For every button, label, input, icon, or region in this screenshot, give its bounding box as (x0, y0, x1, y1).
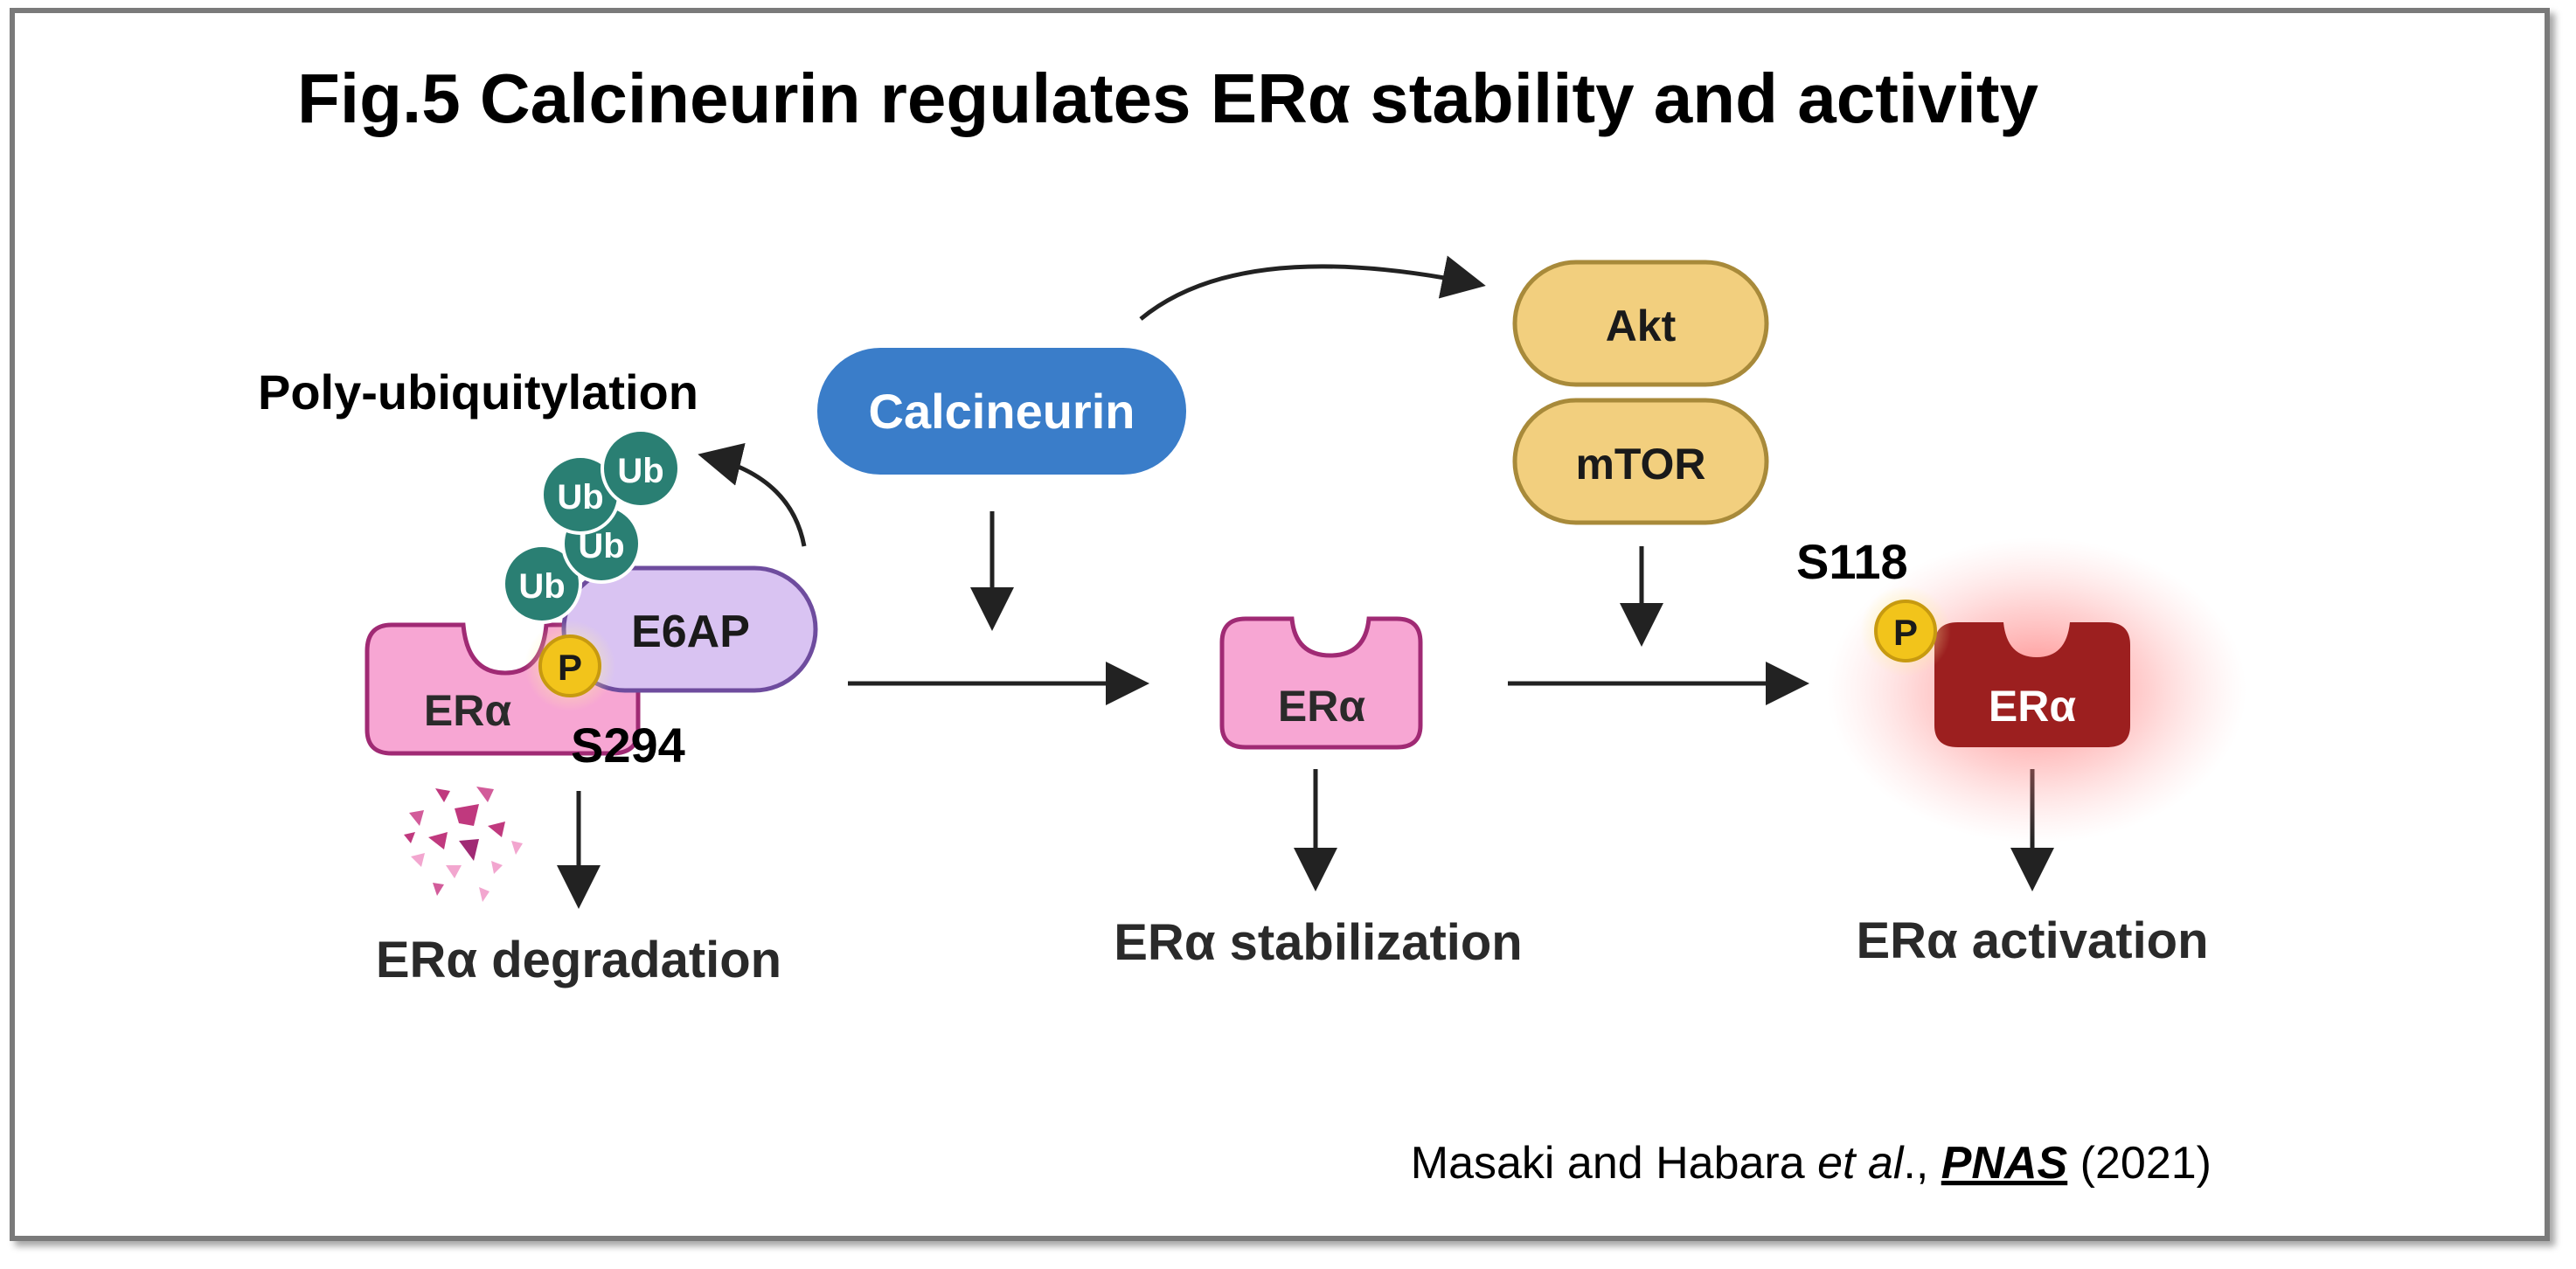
citation-etal: et al (1817, 1138, 1905, 1189)
e6ap-label: E6AP (631, 607, 750, 657)
citation: Masaki and Habara et al., PNAS (2021) (1411, 1138, 2211, 1189)
ub-1: Ub (502, 544, 582, 624)
era-middle-label: ERα (1278, 682, 1365, 731)
era-right-node: ERα (1934, 622, 2130, 747)
s294-label: S294 (571, 718, 685, 773)
akt-node: Akt (1512, 260, 1769, 387)
citation-authors: Masaki and Habara (1411, 1138, 1817, 1189)
akt-label: Akt (1606, 302, 1677, 350)
era-left-label: ERα (424, 686, 511, 735)
poly-ubiquitylation-label: Poly-ubiquitylation (258, 364, 698, 420)
citation-sep: ., (1903, 1138, 1941, 1189)
mtor-node: mTOR (1512, 398, 1769, 525)
e6ap-node: E6AP (561, 565, 818, 693)
era-middle-node: ERα (1219, 616, 1423, 750)
phospho-right-label: P (1893, 612, 1918, 653)
arrow-ubiquitylation (698, 442, 807, 547)
phospho-left: P (524, 621, 615, 711)
mtor-label: mTOR (1575, 440, 1705, 489)
figure-title: Fig.5 Calcineurin regulates ERα stabilit… (297, 59, 2038, 137)
citation-journal: PNAS (1941, 1138, 2068, 1189)
ub-label: Ub (518, 567, 565, 606)
arrow-calcineurin-to-akt (1139, 255, 1486, 321)
phospho-right: P (1860, 586, 1951, 676)
s118-label: S118 (1796, 534, 1908, 589)
citation-year: (2021) (2067, 1138, 2211, 1189)
degradation-label: ERα degradation (376, 932, 781, 988)
stabilization-label: ERα stabilization (1114, 914, 1522, 971)
degradation-fragments-icon (404, 787, 523, 902)
calcineurin-label: Calcineurin (869, 384, 1135, 439)
activation-label: ERα activation (1856, 912, 2208, 969)
phospho-left-label: P (558, 647, 582, 688)
ubiquitin-chain: Ub Ub Ub Ub (502, 428, 681, 624)
ub-4: Ub (601, 428, 681, 509)
era-right-label: ERα (1989, 682, 2076, 731)
calcineurin-node: Calcineurin (817, 348, 1186, 475)
ub-label: Ub (617, 452, 663, 490)
arrows (557, 255, 2054, 909)
ub-label: Ub (557, 478, 603, 517)
